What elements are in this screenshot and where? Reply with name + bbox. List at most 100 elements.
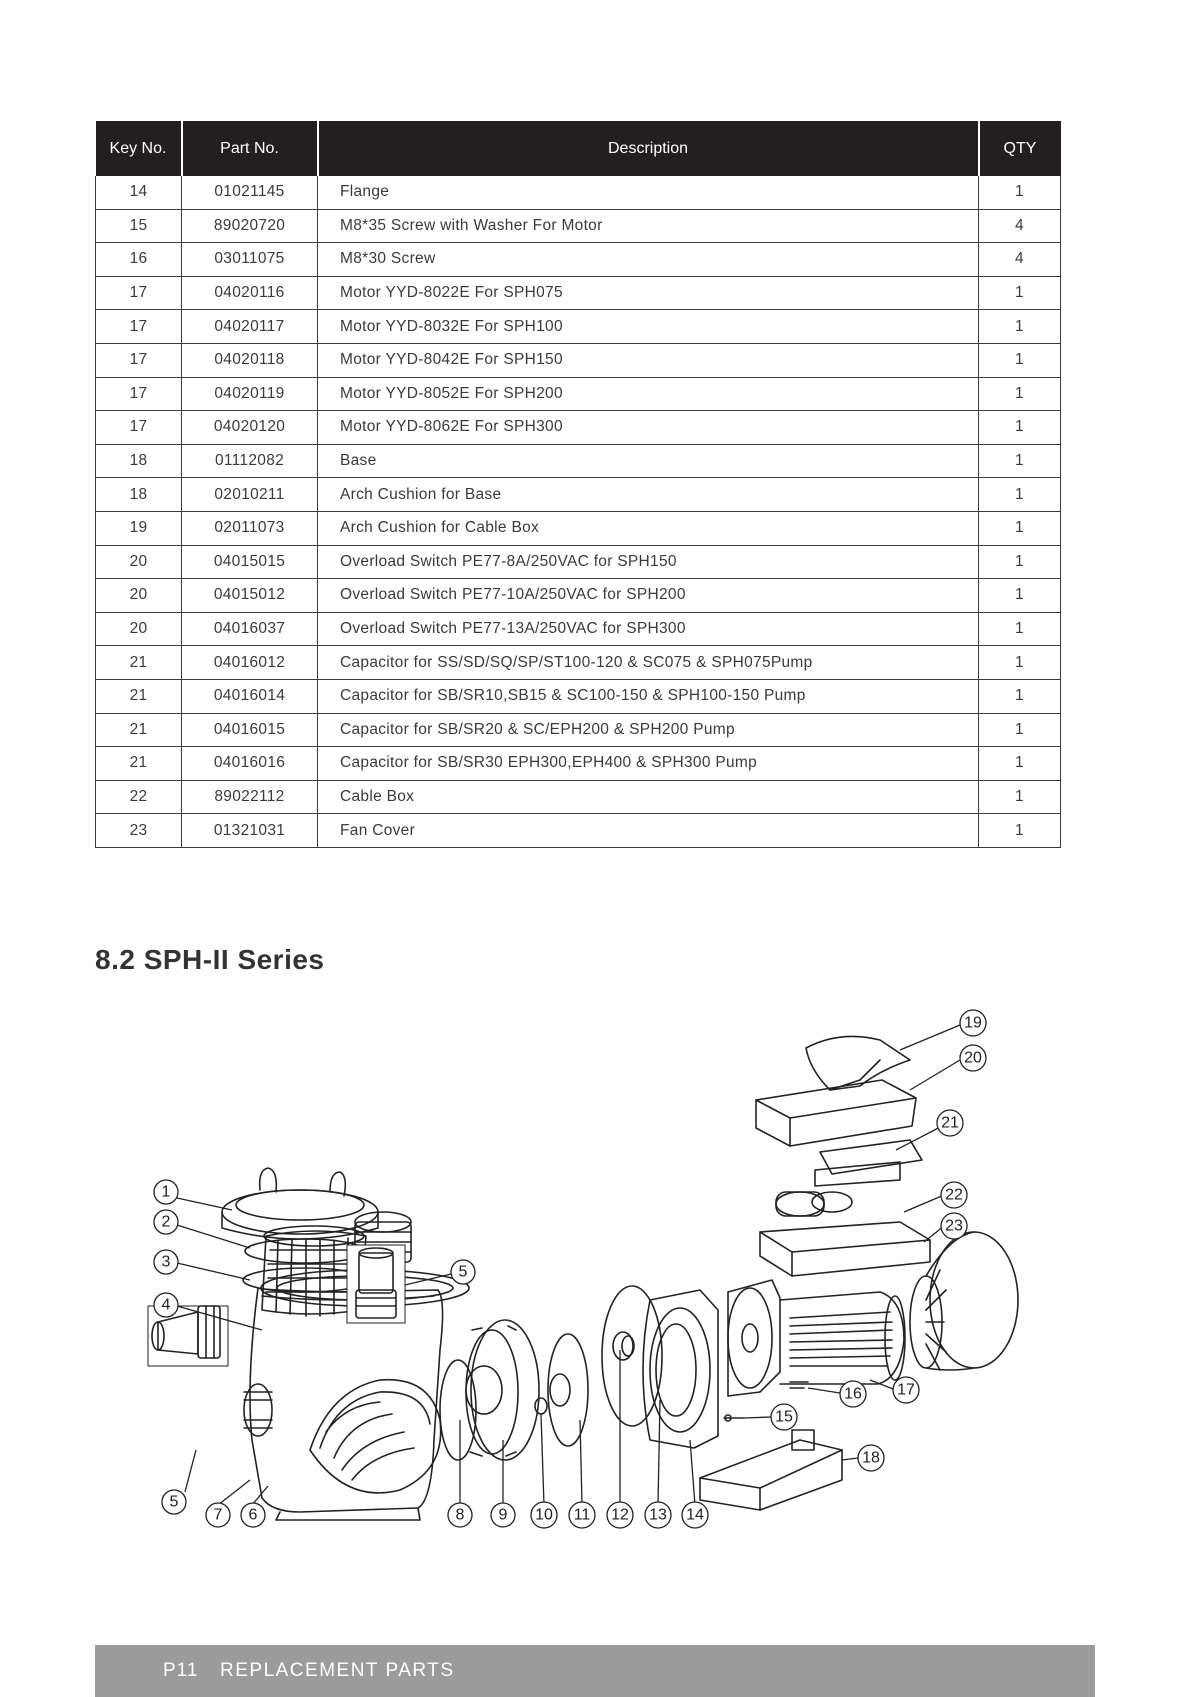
cell-key: 22 (95, 780, 182, 815)
diffuser-o-ring-illustration (439, 1359, 477, 1461)
callout-circle-5a (450, 1259, 476, 1285)
pump-housing-illustration (243, 1211, 470, 1521)
cell-qty: 1 (978, 713, 1061, 748)
cell-key: 23 (95, 813, 182, 848)
cell-description: Overload Switch PE77-13A/250VAC for SPH3… (317, 612, 979, 647)
callout-14: 14 (686, 1507, 704, 1524)
cell-description: Motor YYD-8032E For SPH100 (317, 309, 979, 344)
cell-qty: 1 (978, 477, 1061, 512)
callout-circle-3 (153, 1249, 179, 1275)
cell-key: 21 (95, 645, 182, 680)
cable-box-cover-illustration (755, 1035, 917, 1147)
cell-part: 02011073 (181, 511, 318, 546)
cell-part: 01112082 (181, 444, 318, 479)
footer-band: P11 REPLACEMENT PARTS (95, 1645, 1095, 1697)
cell-qty: 1 (978, 813, 1061, 848)
cell-qty: 1 (978, 511, 1061, 546)
callout-6: 6 (249, 1507, 258, 1524)
cell-description: Capacitor for SB/SR30 EPH300,EPH400 & SP… (317, 746, 979, 781)
cell-description: Arch Cushion for Cable Box (317, 511, 979, 546)
callout-circle-16 (839, 1380, 867, 1408)
fan-cover-illustration (909, 1231, 1019, 1371)
footer-section-title: REPLACEMENT PARTS (220, 1660, 455, 1681)
cell-qty: 1 (978, 679, 1061, 714)
cell-key: 14 (95, 176, 182, 210)
cell-key: 17 (95, 309, 182, 344)
cell-qty: 1 (978, 309, 1061, 344)
cell-description: Motor YYD-8052E For SPH200 (317, 377, 979, 412)
callout-3: 3 (162, 1254, 171, 1271)
callout-23: 23 (945, 1218, 963, 1235)
callout-circle-14 (681, 1501, 709, 1529)
cell-description: Fan Cover (317, 813, 979, 848)
callout-15: 15 (775, 1409, 793, 1426)
cell-key: 20 (95, 578, 182, 613)
cell-qty: 4 (978, 209, 1061, 244)
cell-part: 01321031 (181, 813, 318, 848)
cell-key: 20 (95, 545, 182, 580)
callout-group: 1 2 3 4 5 5 6 7 8 9 10 11 12 13 14 15 16… (153, 1009, 987, 1529)
cell-part: 02010211 (181, 477, 318, 512)
cell-part: 04020120 (181, 410, 318, 445)
callout-circle-12 (606, 1501, 634, 1529)
cable-box-illustration (759, 1161, 931, 1277)
cell-key: 21 (95, 679, 182, 714)
callout-circle-23 (940, 1212, 968, 1240)
cell-key: 17 (95, 276, 182, 311)
cell-description: Motor YYD-8062E For SPH300 (317, 410, 979, 445)
cell-description: Cable Box (317, 780, 979, 815)
cell-key: 17 (95, 410, 182, 445)
cell-description: Overload Switch PE77-10A/250VAC for SPH2… (317, 578, 979, 613)
section-title: 8.2 SPH-II Series (95, 944, 325, 975)
footer-page-number: P11 (163, 1660, 199, 1681)
cell-part: 04016012 (181, 645, 318, 680)
cell-key: 18 (95, 477, 182, 512)
cell-description: Capacitor for SB/SR10,SB15 & SC100-150 &… (317, 679, 979, 714)
cell-qty: 4 (978, 242, 1061, 277)
cell-key: 19 (95, 511, 182, 546)
cell-qty: 1 (978, 343, 1061, 378)
cell-description: Flange (317, 176, 979, 210)
callout-20: 20 (964, 1050, 982, 1067)
cell-description: Capacitor for SS/SD/SQ/SP/ST100-120 & SC… (317, 645, 979, 680)
cell-qty: 1 (978, 276, 1061, 311)
callout-9: 9 (499, 1507, 508, 1524)
cell-part: 04020119 (181, 377, 318, 412)
cell-qty: 1 (978, 176, 1061, 210)
cell-description: Capacitor for SB/SR20 & SC/EPH200 & SPH2… (317, 713, 979, 748)
cell-qty: 1 (978, 578, 1061, 613)
callout-circle-20 (959, 1044, 987, 1072)
union-coupling-top-illustration (346, 1244, 406, 1324)
base-illustration (699, 1429, 843, 1511)
lid-illustration (221, 1167, 379, 1240)
cell-description: M8*35 Screw with Washer For Motor (317, 209, 979, 244)
callout-circle-17 (892, 1376, 920, 1404)
callout-circle-6 (240, 1502, 266, 1528)
cell-part: 04016037 (181, 612, 318, 647)
header-qty: QTY (977, 121, 1061, 176)
cell-part: 04016015 (181, 713, 318, 748)
cell-qty: 1 (978, 746, 1061, 781)
cell-part: 89022112 (181, 780, 318, 815)
cell-part: 03011075 (181, 242, 318, 277)
callout-4: 4 (162, 1297, 171, 1314)
callout-circle-4 (153, 1292, 179, 1318)
callout-circle-2 (153, 1209, 179, 1235)
callout-circle-21 (936, 1109, 964, 1137)
callout-circle-9 (490, 1502, 516, 1528)
callout-10: 10 (535, 1507, 553, 1524)
cell-key: 17 (95, 377, 182, 412)
callout-circle-10 (530, 1501, 558, 1529)
